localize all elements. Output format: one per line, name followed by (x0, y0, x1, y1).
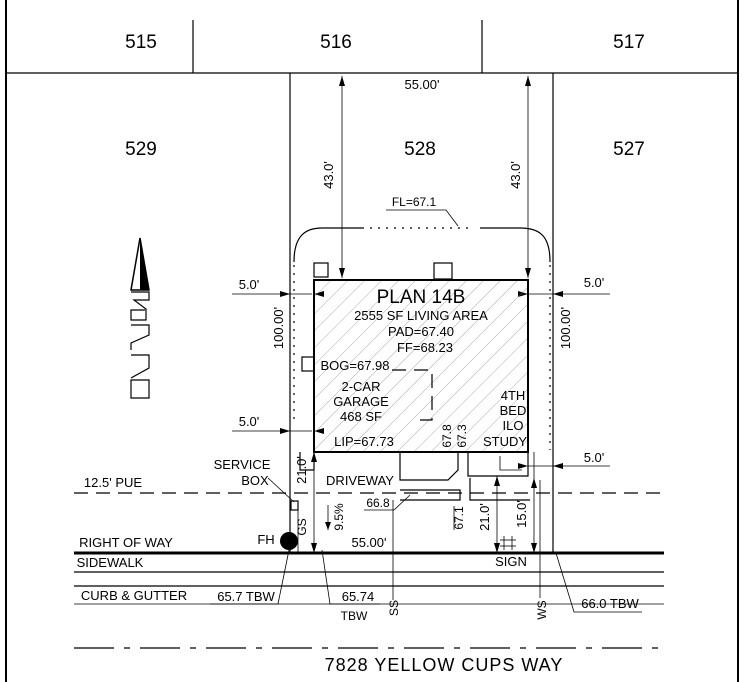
sign-label: SIGN (495, 554, 527, 569)
top-width-dim: 55.00' (404, 77, 439, 92)
drainage-swale: FL=67.1 (293, 195, 551, 450)
tbw-mid-unit: TBW (341, 609, 368, 623)
curb-label: CURB & GUTTER (81, 588, 187, 603)
hydrant-label: FH (257, 532, 274, 547)
plan-title: PLAN 14B (377, 287, 466, 308)
front-setback-far: 15.0' (514, 500, 529, 528)
north-arrow-icon (130, 237, 150, 399)
sewer-label: SS (387, 600, 401, 616)
tbw-left: 65.7 TBW (217, 589, 275, 604)
driveway: DRIVEWAY 66.8 67.1 (326, 473, 530, 530)
elev-67-8: 67.8 (440, 424, 454, 448)
lot-516: 516 (320, 32, 352, 53)
lot-528: 528 (404, 139, 436, 160)
front-yard-dims: 21.0' 21.0' 15.0' 9.5% (294, 452, 537, 553)
lot-527: 527 (613, 139, 645, 160)
front-setback-right: 21.0' (477, 503, 492, 531)
study-line-3: ILO (503, 418, 524, 433)
flow-line-label: FL=67.1 (392, 195, 437, 209)
bottom-width-dim: 55.00' (351, 535, 386, 550)
elev-67-3: 67.3 (455, 424, 469, 448)
lot-517: 517 (613, 32, 645, 53)
utility-easement: 12.5' PUE SERVICE BOX GS (74, 457, 664, 553)
lot-depth-dims: 100.00' 100.00' (271, 307, 573, 349)
pue-label: 12.5' PUE (84, 475, 142, 490)
garage-line-2: GARAGE (333, 394, 389, 409)
side-setback-right-bottom: 5.0' (584, 450, 605, 465)
side-setback-left-bottom: 5.0' (239, 414, 260, 429)
driveway-elevation: 66.8 (366, 496, 390, 510)
rear-lots: 515 516 517 (6, 20, 738, 74)
rear-setback-dims: 43.0' 43.0' (321, 76, 531, 278)
service-box-line-1: SERVICE (214, 457, 271, 472)
lip-elevation: LIP=67.73 (334, 434, 394, 449)
study-line-4: STUDY (483, 434, 527, 449)
lot-515: 515 (125, 32, 157, 53)
service-box-line-2: BOX (241, 473, 269, 488)
side-setback-left-top: 5.0' (239, 277, 260, 292)
tbw-mid-value: 65.74 (342, 589, 375, 604)
bog-elevation: BOG=67.98 (320, 358, 389, 373)
walk-elevation: 67.1 (452, 506, 466, 530)
utility-laterals: SS WS 65.7 TBW 65.74 TBW 66.0 TBW (210, 480, 642, 623)
gas-label: GS (295, 518, 309, 535)
depth-left: 100.00' (271, 307, 286, 349)
slope-label: 9.5% (332, 503, 346, 531)
house-footprint: PLAN 14B 2555 SF LIVING AREA PAD=67.40 F… (299, 262, 529, 481)
rear-setback-left: 43.0' (321, 161, 336, 189)
right-of-way-label: RIGHT OF WAY (79, 535, 173, 550)
study-line-1: 4TH (501, 388, 526, 403)
tbw-right: 66.0 TBW (581, 596, 639, 611)
side-setback-right-top: 5.0' (584, 275, 605, 290)
garage-line-3: 468 SF (340, 409, 382, 424)
sign-icon (500, 536, 516, 550)
lot-529: 529 (125, 139, 157, 160)
street-edge: SIDEWALK CURB & GUTTER (74, 555, 664, 649)
water-label: WS (535, 600, 549, 619)
frame (5, 0, 739, 682)
garage-line-1: 2-CAR (341, 379, 380, 394)
lot-lines: 529 528 527 55.00' (125, 73, 645, 553)
right-of-way: RIGHT OF WAY 55.00' FH SIGN (74, 532, 664, 569)
pad-elevation: PAD=67.40 (388, 324, 454, 339)
front-setback-left: 21.0' (294, 456, 309, 484)
study-line-2: BED (500, 403, 527, 418)
driveway-label: DRIVEWAY (326, 473, 394, 488)
living-area: 2555 SF LIVING AREA (354, 308, 488, 323)
rear-setback-right: 43.0' (508, 161, 523, 189)
depth-right: 100.00' (558, 307, 573, 349)
fire-hydrant-icon (280, 532, 298, 550)
street-address: 7828 YELLOW CUPS WAY (325, 655, 564, 675)
sidewalk-label: SIDEWALK (77, 555, 144, 570)
finish-floor: FF=68.23 (397, 340, 453, 355)
